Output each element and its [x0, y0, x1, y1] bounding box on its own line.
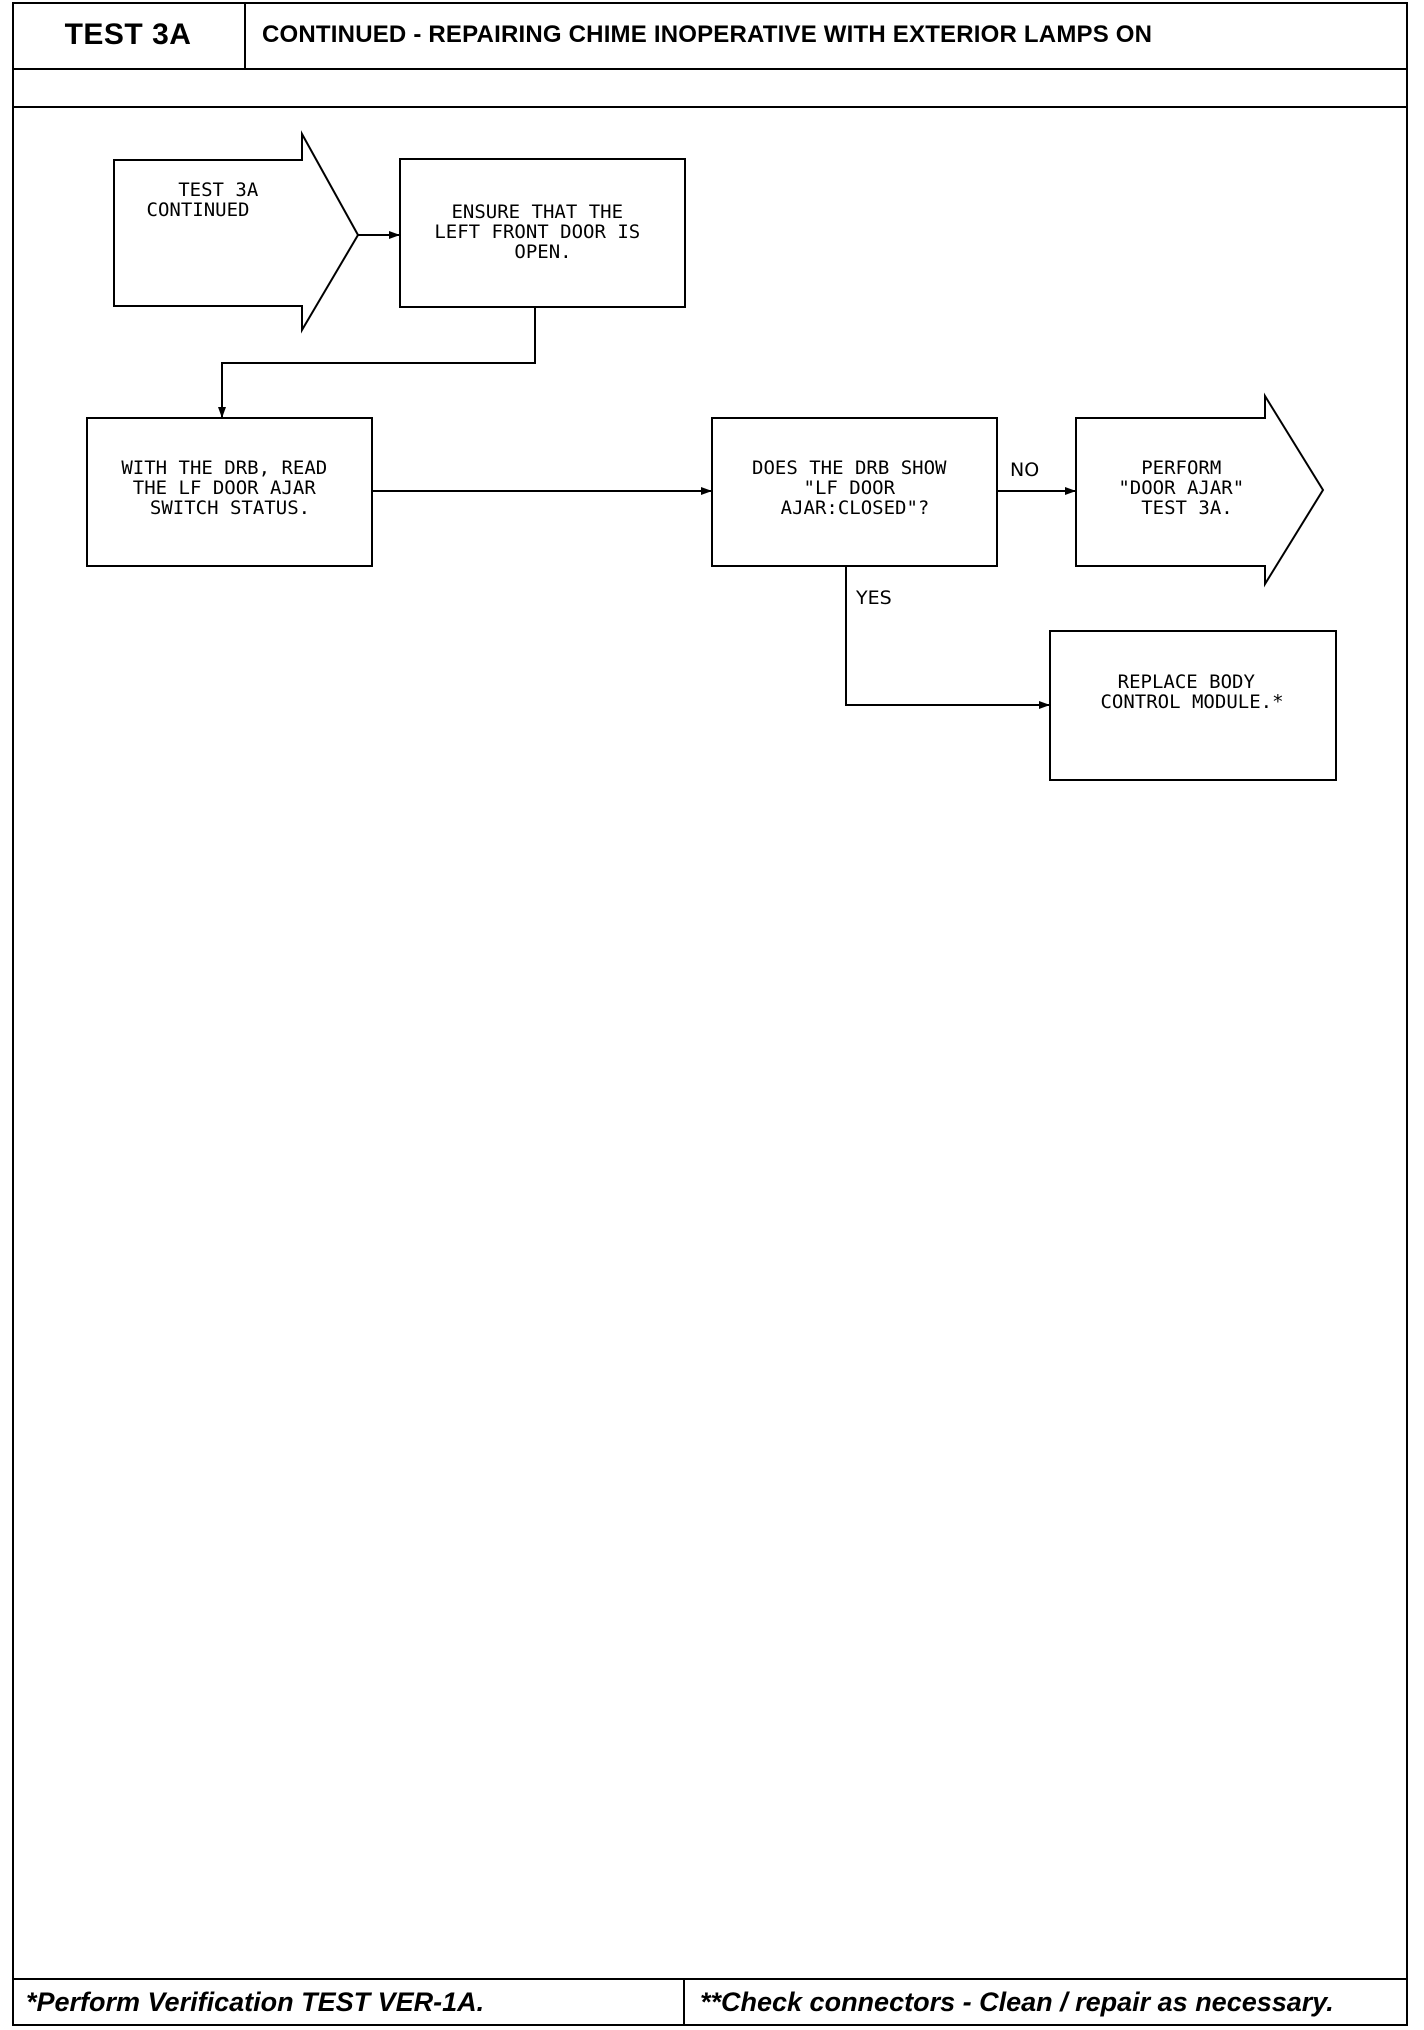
perform-door-ajar-text: PERFORM "DOOR AJAR" TEST 3A. [1118, 457, 1255, 519]
question-door-closed-text: DOES THE DRB SHOW "LF DOOR AJAR:CLOSED"? [752, 457, 958, 519]
connector-ensure-read [218, 307, 536, 418]
footer-verification-note: *Perform Verification TEST VER-1A. [26, 1986, 485, 2017]
header-band [12, 2, 1408, 108]
read-door-ajar-text: WITH THE DRB, READ THE LF DOOR AJAR SWIT… [121, 457, 338, 519]
ensure-door-open-text: ENSURE THAT THE LEFT FRONT DOOR IS OPEN. [434, 201, 651, 263]
replace-body-control-module-text: REPLACE BODY CONTROL MODULE.* [1100, 671, 1283, 713]
read-door-ajar-box [86, 417, 373, 567]
page-frame [12, 2, 1408, 2026]
start-arrow-shape [113, 130, 360, 334]
footer-column-divider [683, 1978, 685, 2026]
footer-connectors-note: **Check connectors - Clean / repair as n… [700, 1986, 1334, 2017]
page-title: CONTINUED - REPAIRING CHIME INOPERATIVE … [262, 21, 1153, 48]
no-label: NO [1010, 459, 1039, 481]
yes-label: YES [855, 587, 892, 609]
perform-door-ajar-arrow-shape [1075, 392, 1325, 588]
replace-body-control-module-box [1049, 630, 1337, 781]
test-label: TEST 3A [12, 2, 246, 68]
ensure-door-open-box [399, 158, 686, 308]
footer-divider [12, 1978, 1408, 1980]
connector-yes [845, 566, 1050, 709]
question-door-closed-box [711, 417, 998, 567]
header-divider [12, 68, 1408, 70]
start-text: TEST 3A CONTINUED [147, 179, 270, 221]
